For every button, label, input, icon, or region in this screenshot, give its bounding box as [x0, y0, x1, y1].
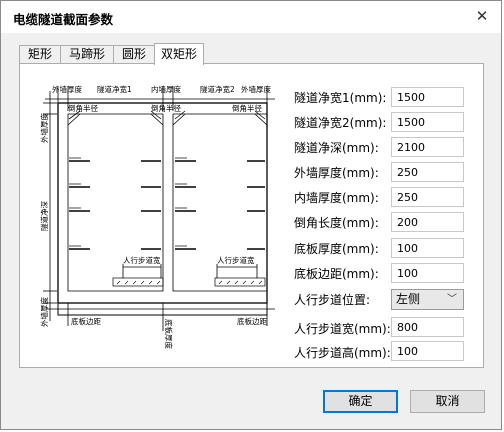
param-label-outer-wall: 外墙厚度(mm):	[294, 166, 379, 180]
cancel-button[interactable]: 取消	[410, 390, 485, 413]
param-label-width1: 隧道净宽1(mm):	[294, 91, 387, 105]
param-label-depth: 隧道净深(mm):	[294, 141, 379, 155]
param-input-inner-wall[interactable]	[391, 187, 464, 207]
label-inner-wall: 内墙厚度	[151, 84, 181, 94]
walkway-height-label: 人行步道高(mm):	[294, 346, 391, 360]
tab-circle[interactable]: 圆形	[113, 45, 155, 63]
param-input-floor-thickness[interactable]	[391, 238, 464, 258]
param-label-floor-thickness: 底板厚度(mm):	[294, 242, 379, 256]
walkway-height-input[interactable]	[391, 341, 464, 361]
close-icon[interactable]: ✕	[475, 7, 489, 25]
param-input-outer-wall[interactable]	[391, 162, 464, 182]
ok-button[interactable]: 确定	[323, 390, 398, 413]
label-floor-thickness: 底板厚度	[164, 319, 174, 349]
param-label-floor-margin: 底板边距(mm):	[294, 267, 379, 281]
label-walkway-width-right: 人行步道宽	[217, 255, 255, 265]
tab-horseshoe[interactable]: 马蹄形	[60, 45, 114, 63]
label-floor-margin-left: 底板边距	[71, 316, 101, 326]
param-input-width2[interactable]	[391, 112, 464, 132]
label-tunnel-depth: 隧道净深	[39, 201, 49, 231]
label-outer-wall-left-lower: 外墙厚度	[39, 297, 49, 327]
walkway-position-select[interactable]: 左侧 ﹀	[391, 289, 464, 310]
param-input-chamfer[interactable]	[391, 212, 464, 232]
cross-section-diagram: 外墙厚度 隧道净宽1 内墙厚度 隧道净宽2 外墙厚度 倒角半径 倒角半径 倒角半…	[39, 84, 275, 349]
tab-rectangle[interactable]: 矩形	[19, 45, 61, 63]
title-bar: 电缆隧道截面参数 ✕	[1, 1, 501, 33]
label-chamfer-mid: 倒角半径	[151, 103, 181, 113]
walkway-position-value: 左侧	[396, 292, 421, 306]
param-input-floor-margin[interactable]	[391, 263, 464, 283]
label-walkway-width-left: 人行步道宽	[123, 255, 161, 265]
label-outer-wall-left-upper: 外墙厚度	[39, 113, 49, 143]
window-title: 电缆隧道截面参数	[13, 12, 114, 27]
walkway-position-label: 人行步道位置:	[294, 293, 371, 307]
walkway-width-input[interactable]	[391, 317, 464, 337]
label-chamfer-left: 倒角半径	[68, 103, 98, 113]
label-tunnel-width-1: 隧道净宽1	[97, 84, 132, 94]
label-outer-wall-top-right: 外墙厚度	[241, 84, 271, 94]
label-tunnel-width-2: 隧道净宽2	[200, 84, 235, 94]
param-input-depth[interactable]	[391, 137, 464, 157]
chevron-down-icon: ﹀	[447, 294, 457, 305]
param-label-width2: 隧道净宽2(mm):	[294, 116, 387, 130]
param-input-width1[interactable]	[391, 87, 464, 107]
tab-double-rectangle[interactable]: 双矩形	[154, 43, 204, 65]
param-label-inner-wall: 内墙厚度(mm):	[294, 191, 379, 205]
label-chamfer-right: 倒角半径	[232, 103, 262, 113]
walkway-width-label: 人行步道宽(mm):	[294, 322, 391, 336]
label-floor-margin-right: 底板边距	[237, 316, 267, 326]
label-outer-wall-top-left: 外墙厚度	[52, 84, 82, 94]
param-label-chamfer: 倒角长度(mm):	[294, 216, 379, 230]
